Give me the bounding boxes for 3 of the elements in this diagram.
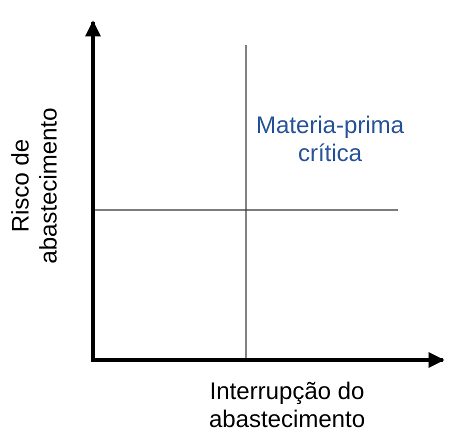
axis-title: Risco de abastecimento — [7, 106, 63, 266]
quadrant-label: Materia-prima crítica — [254, 112, 406, 168]
axis-title: Interrupção do abastecimento — [208, 378, 366, 434]
